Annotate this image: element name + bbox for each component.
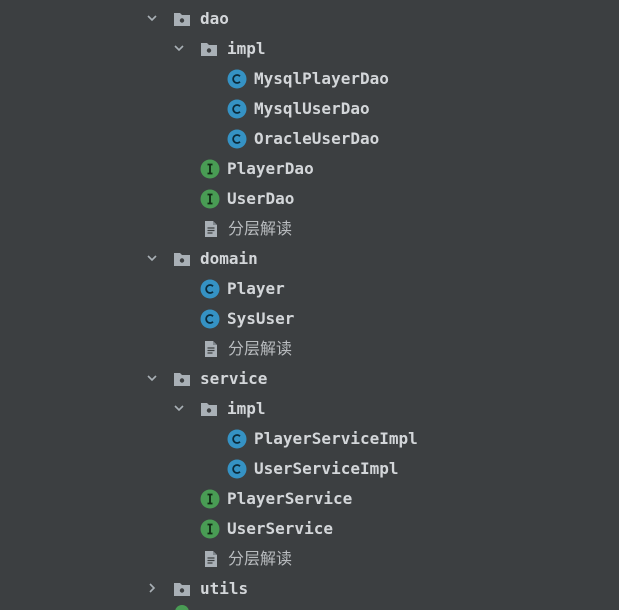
tree-node-player-service-impl[interactable]: PlayerServiceImpl bbox=[0, 424, 619, 454]
class-icon bbox=[200, 279, 220, 299]
tree-node-label: MysqlPlayerDao bbox=[254, 69, 389, 88]
tree-node-label: Player bbox=[227, 279, 285, 298]
text-file-icon bbox=[201, 549, 221, 569]
chevron-down-icon[interactable] bbox=[174, 43, 184, 53]
tree-node-user-dao[interactable]: UserDao bbox=[0, 184, 619, 214]
class-icon bbox=[227, 459, 247, 479]
tree-node-label: service bbox=[200, 369, 268, 388]
tree-node-label: OracleUserDao bbox=[254, 129, 380, 148]
class-icon bbox=[227, 429, 247, 449]
tree-node-user-service-impl[interactable]: UserServiceImpl bbox=[0, 454, 619, 484]
tree-node-label: SysUser bbox=[227, 309, 295, 328]
tree-node-label: UserService bbox=[227, 519, 333, 538]
text-file-icon bbox=[201, 339, 221, 359]
tree-node-sys-user[interactable]: SysUser bbox=[0, 304, 619, 334]
chevron-down-icon[interactable] bbox=[174, 403, 184, 413]
interface-icon bbox=[200, 519, 220, 539]
interface-icon bbox=[200, 159, 220, 179]
package-folder-icon bbox=[172, 9, 192, 29]
interface-icon bbox=[200, 189, 220, 209]
tree-node-label: MysqlUserDao bbox=[254, 99, 370, 118]
chevron-down-icon[interactable] bbox=[147, 13, 157, 23]
tree-node-dao[interactable]: dao bbox=[0, 4, 619, 34]
tree-node-service[interactable]: service bbox=[0, 364, 619, 394]
tree-node-oracle-user-dao[interactable]: OracleUserDao bbox=[0, 124, 619, 154]
tree-node-player-service[interactable]: PlayerService bbox=[0, 484, 619, 514]
tree-node-mysql-player-dao[interactable]: MysqlPlayerDao bbox=[0, 64, 619, 94]
partial-node-icon bbox=[174, 604, 190, 610]
package-folder-icon bbox=[199, 39, 219, 59]
chevron-right-icon[interactable] bbox=[147, 583, 157, 593]
tree-node-dao-notes[interactable]: 分层解读 bbox=[0, 214, 619, 244]
class-icon bbox=[227, 129, 247, 149]
tree-node-user-service[interactable]: UserService bbox=[0, 514, 619, 544]
tree-node-label: 分层解读 bbox=[228, 549, 293, 568]
package-folder-icon bbox=[172, 249, 192, 269]
tree-node-label: domain bbox=[200, 249, 258, 268]
chevron-down-icon[interactable] bbox=[147, 253, 157, 263]
class-icon bbox=[200, 309, 220, 329]
tree-node-label: UserDao bbox=[227, 189, 295, 208]
tree-node-mysql-user-dao[interactable]: MysqlUserDao bbox=[0, 94, 619, 124]
tree-node-service-notes[interactable]: 分层解读 bbox=[0, 544, 619, 574]
interface-icon bbox=[200, 489, 220, 509]
tree-node-label: utils bbox=[200, 579, 249, 598]
tree-node-label: 分层解读 bbox=[228, 219, 293, 238]
tree-node-domain-notes[interactable]: 分层解读 bbox=[0, 334, 619, 364]
tree-node-label: PlayerServiceImpl bbox=[254, 429, 418, 448]
package-folder-icon bbox=[172, 579, 192, 599]
tree-node-label: 分层解读 bbox=[228, 339, 293, 358]
chevron-down-icon[interactable] bbox=[147, 373, 157, 383]
tree-node-label: PlayerService bbox=[227, 489, 353, 508]
package-folder-icon bbox=[172, 369, 192, 389]
tree-node-service-impl[interactable]: impl bbox=[0, 394, 619, 424]
tree-node-player[interactable]: Player bbox=[0, 274, 619, 304]
class-icon bbox=[227, 69, 247, 89]
tree-node-utils[interactable]: utils bbox=[0, 574, 619, 604]
tree-node-label: impl bbox=[227, 399, 266, 418]
package-folder-icon bbox=[199, 399, 219, 419]
text-file-icon bbox=[201, 219, 221, 239]
tree-node-domain[interactable]: domain bbox=[0, 244, 619, 274]
tree-node-player-dao[interactable]: PlayerDao bbox=[0, 154, 619, 184]
tree-node-label: PlayerDao bbox=[227, 159, 314, 178]
tree-node-label: impl bbox=[227, 39, 266, 58]
tree-node-label: UserServiceImpl bbox=[254, 459, 399, 478]
tree-node-label: dao bbox=[200, 9, 229, 28]
class-icon bbox=[227, 99, 247, 119]
tree-node-dao-impl[interactable]: impl bbox=[0, 34, 619, 64]
